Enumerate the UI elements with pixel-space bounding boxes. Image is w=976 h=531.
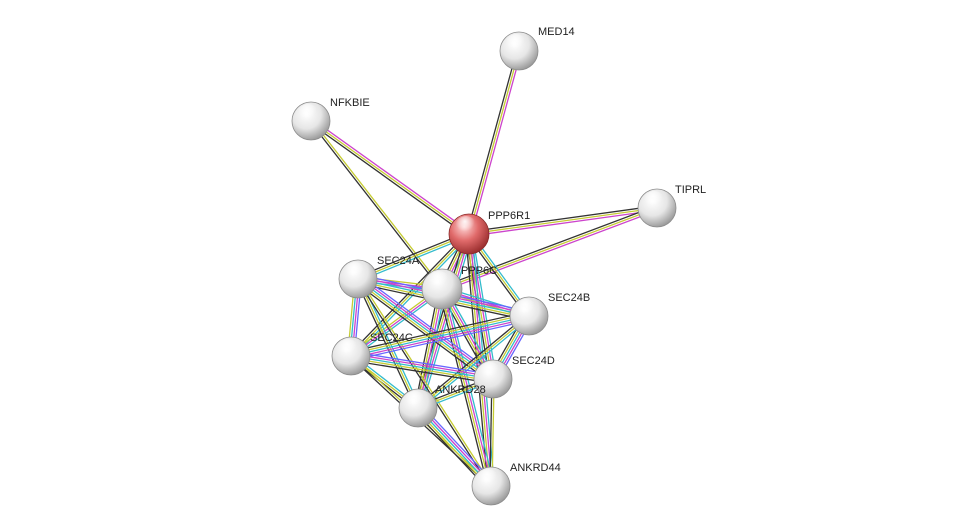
edge-sec24b-ankrd28-databases[interactable]: [418, 317, 531, 411]
edge-sec24a-sec24d-textmining[interactable]: [356, 280, 493, 382]
node-highlight: [428, 271, 450, 293]
edge-ppp6c-ankrd44-experiments[interactable]: [442, 288, 493, 486]
edge-sec24b-ankrd28-textmining[interactable]: [417, 315, 530, 409]
node-label: NFKBIE: [330, 97, 370, 109]
node-sec24d[interactable]: SEC24D: [473, 355, 555, 399]
edge-ppp6r1-tiprl-textmining[interactable]: [468, 207, 658, 235]
node-highlight: [515, 298, 537, 320]
node-tiprl[interactable]: TIPRL: [637, 184, 706, 228]
node-label: PPP6R1: [488, 210, 530, 222]
node-label: TIPRL: [675, 184, 706, 196]
node-ppp6r1[interactable]: PPP6R1: [448, 210, 530, 255]
edge-sec24a-ankrd28-coexpression[interactable]: [355, 279, 417, 410]
edge-ppp6c-nfkbie-textmining[interactable]: [311, 119, 444, 289]
edge-ppp6r1-tiprl-coexpression[interactable]: [468, 205, 657, 233]
edge-ppp6r1-tiprl-experiments[interactable]: [469, 209, 658, 237]
node-label: PPP6C: [461, 265, 497, 277]
edge-sec24c-sec24d-textmining[interactable]: [350, 357, 493, 382]
node-label: ANKRD44: [510, 462, 561, 474]
node-highlight: [337, 338, 359, 360]
edge-ppp6r1-med14-textmining[interactable]: [468, 50, 520, 235]
node-label: SEC24A: [377, 255, 420, 267]
edge-ppp6c-ankrd44-databases[interactable]: [444, 288, 495, 486]
edge-ppp6r1-sec24c-coexpression[interactable]: [348, 232, 468, 355]
node-ankrd44[interactable]: ANKRD44: [471, 462, 561, 506]
edge-ppp6r1-med14-coexpression[interactable]: [466, 50, 518, 234]
node-highlight: [404, 390, 426, 412]
node-sec24a[interactable]: SEC24A: [338, 255, 420, 299]
edge-sec24b-sec24c-coexpression[interactable]: [349, 311, 529, 353]
edge-sec24a-ankrd44-coexpression[interactable]: [356, 279, 491, 487]
edge-ppp6r1-nfkbie-experiments[interactable]: [311, 118, 471, 233]
node-highlight: [643, 190, 665, 212]
node-highlight: [477, 468, 499, 490]
edge-sec24b-sec24c-textmining[interactable]: [350, 313, 529, 355]
edge-sec24c-sec24d-databases[interactable]: [350, 355, 494, 380]
node-highlight: [455, 216, 477, 238]
node-sec24b[interactable]: SEC24B: [509, 292, 590, 336]
edge-ppp6c-tiprl-experiments[interactable]: [442, 209, 659, 292]
edge-ppp6c-ankrd28-databases[interactable]: [420, 289, 446, 409]
node-med14[interactable]: MED14: [499, 26, 575, 71]
edge-sec24c-sec24d-coexpression[interactable]: [350, 359, 493, 384]
edge-ppp6r1-nfkbie-textmining[interactable]: [310, 120, 470, 235]
edge-sec24b-sec24c-experiments[interactable]: [351, 317, 530, 359]
node-highlight: [297, 103, 319, 125]
edge-ppp6c-ankrd28-coexpression[interactable]: [414, 288, 440, 408]
node-ankrd28[interactable]: ANKRD28: [398, 384, 486, 428]
edge-sec24a-ankrd44-textmining[interactable]: [358, 278, 493, 486]
edge-sec24b-sec24c-homology[interactable]: [351, 319, 531, 361]
edge-ppp6c-nfkbie-coexpression[interactable]: [309, 121, 442, 291]
node-label: SEC24D: [512, 355, 555, 367]
node-label: SEC24C: [370, 332, 413, 344]
node-highlight: [479, 361, 501, 383]
node-nfkbie[interactable]: NFKBIE: [291, 97, 370, 141]
node-label: SEC24B: [548, 292, 590, 304]
edge-sec24c-sec24d-experiments[interactable]: [351, 353, 494, 378]
edge-sec24b-sec24c-databases[interactable]: [350, 315, 530, 357]
node-label: ANKRD28: [435, 384, 486, 396]
node-ppp6c[interactable]: PPP6C: [421, 265, 497, 310]
edge-ppp6r1-nfkbie-coexpression[interactable]: [309, 122, 469, 237]
node-highlight: [505, 33, 527, 55]
node-sec24c[interactable]: SEC24C: [331, 332, 413, 376]
edge-sec24b-ankrd28-coexpression[interactable]: [416, 313, 529, 407]
node-label: MED14: [538, 26, 575, 38]
edge-ppp6c-tiprl-textmining[interactable]: [441, 207, 658, 290]
edge-ppp6r1-med14-experiments[interactable]: [470, 51, 522, 235]
edge-sec24c-sec24d-homology[interactable]: [351, 351, 494, 376]
node-highlight: [344, 261, 366, 283]
